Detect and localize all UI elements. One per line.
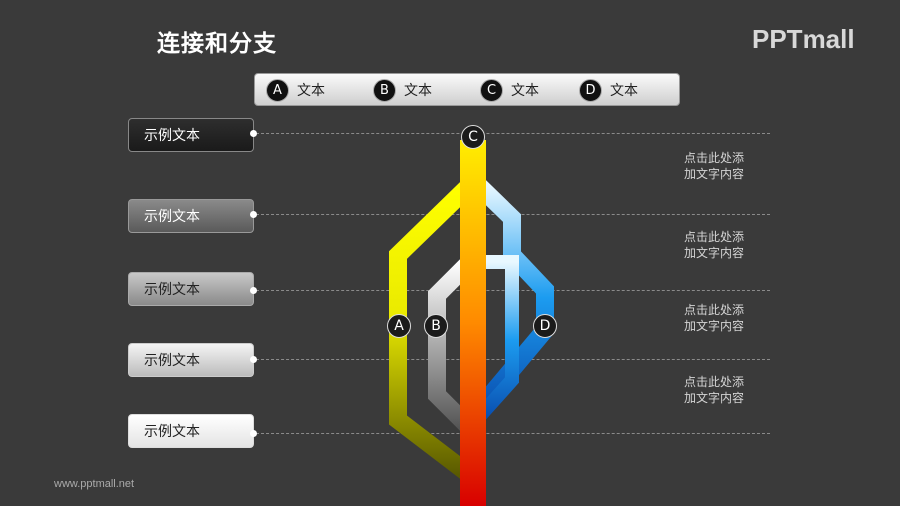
connector-dot-3 xyxy=(250,287,257,294)
legend-item-c: C 文本 xyxy=(480,78,539,102)
brand-logo: PPTmall xyxy=(752,24,855,54)
row-label-4[interactable]: 示例文本 xyxy=(128,343,254,377)
note-2-line-1: 点击此处添 xyxy=(684,230,745,244)
row-label-5[interactable]: 示例文本 xyxy=(128,414,254,448)
row-label-2[interactable]: 示例文本 xyxy=(128,199,254,233)
guide-line-5 xyxy=(256,433,770,434)
path-badge-c: C xyxy=(461,125,485,149)
path-d-inner xyxy=(472,255,519,423)
legend-badge-d: D xyxy=(579,78,602,102)
legend-badge-b: B xyxy=(373,78,396,102)
note-2[interactable]: 点击此处添 加文字内容 xyxy=(684,229,744,261)
connector-dot-1 xyxy=(250,130,257,137)
legend-label-d: 文本 xyxy=(610,83,638,99)
note-4-line-2: 加文字内容 xyxy=(684,391,745,405)
connector-dot-4 xyxy=(250,356,257,363)
legend-bar: A 文本 B 文本 C 文本 D 文本 xyxy=(254,73,680,106)
footer-url: www.pptmall.net xyxy=(54,478,135,490)
path-badge-d: D xyxy=(533,314,557,338)
legend-label-c: 文本 xyxy=(511,83,539,99)
page-title: 连接和分支 xyxy=(157,31,277,57)
guide-line-1 xyxy=(256,133,770,134)
legend-item-a: A 文本 xyxy=(266,78,325,102)
note-3-line-2: 加文字内容 xyxy=(684,319,745,333)
note-1-line-1: 点击此处添 xyxy=(684,151,745,165)
path-d-outer xyxy=(471,178,554,416)
note-2-line-2: 加文字内容 xyxy=(684,246,745,260)
path-badge-a: A xyxy=(387,314,411,338)
legend-item-b: B 文本 xyxy=(373,78,432,102)
legend-item-d: D 文本 xyxy=(579,78,638,102)
legend-label-b: 文本 xyxy=(404,83,432,99)
row-label-3[interactable]: 示例文本 xyxy=(128,272,254,306)
note-3-line-1: 点击此处添 xyxy=(684,303,745,317)
note-1-line-2: 加文字内容 xyxy=(684,167,745,181)
row-label-1[interactable]: 示例文本 xyxy=(128,118,254,152)
path-b xyxy=(428,255,477,435)
note-1[interactable]: 点击此处添 加文字内容 xyxy=(684,150,744,182)
note-4[interactable]: 点击此处添 加文字内容 xyxy=(684,374,744,406)
path-c xyxy=(460,140,486,506)
legend-badge-c: C xyxy=(480,78,503,102)
note-4-line-1: 点击此处添 xyxy=(684,375,745,389)
note-3[interactable]: 点击此处添 加文字内容 xyxy=(684,302,744,334)
connector-dot-2 xyxy=(250,211,257,218)
legend-badge-a: A xyxy=(266,78,289,102)
connector-dot-5 xyxy=(250,430,257,437)
path-badge-b: B xyxy=(424,314,448,338)
legend-label-a: 文本 xyxy=(297,83,325,99)
